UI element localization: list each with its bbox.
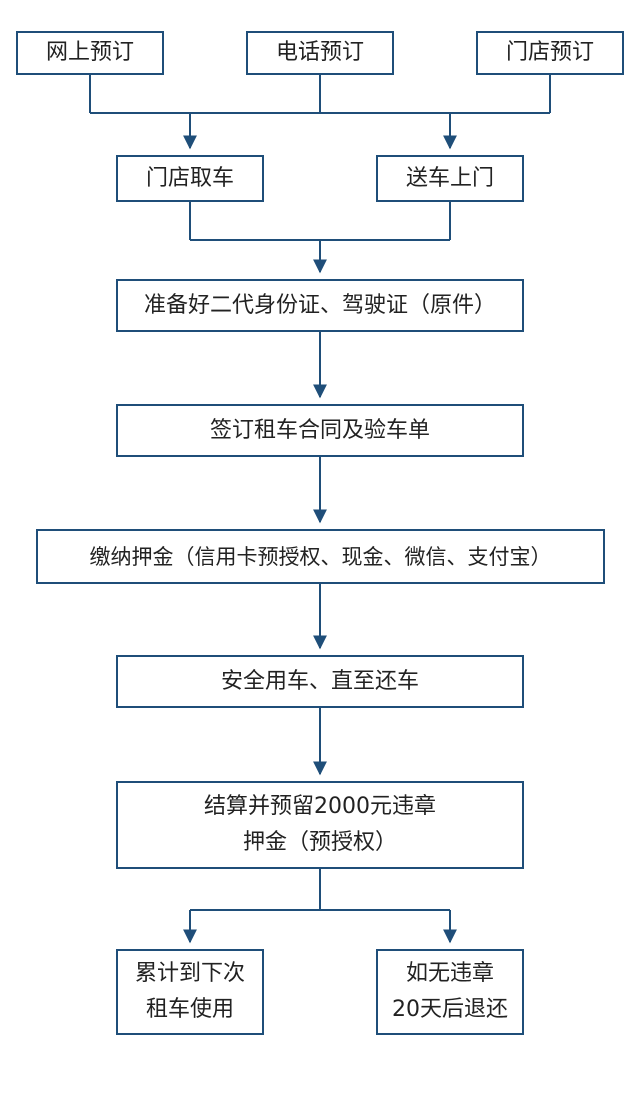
node-store-pickup-label: 门店取车 <box>145 165 234 191</box>
node-refund-line-1: 如无违章 <box>405 961 494 986</box>
node-refund-line-2: 20天后退还 <box>392 997 508 1022</box>
node-store-pickup: 门店取车 <box>116 155 264 202</box>
node-online-booking: 网上预订 <box>16 31 164 75</box>
node-deposit: 缴纳押金（信用卡预授权、现金、微信、支付宝） <box>36 529 605 584</box>
node-delivery: 送车上门 <box>376 155 524 202</box>
node-next-rental-line-1: 累计到下次 <box>134 961 245 986</box>
node-settle-line-2: 押金（预授权） <box>242 830 397 855</box>
node-settle: 结算并预留2000元违章 押金（预授权） <box>116 781 524 869</box>
node-phone-booking: 电话预订 <box>246 31 394 75</box>
node-contract-label: 签订租车合同及验车单 <box>209 417 430 443</box>
node-phone-booking-label: 电话预订 <box>275 40 364 65</box>
node-documents: 准备好二代身份证、驾驶证（原件） <box>116 279 524 332</box>
node-deposit-label: 缴纳押金（信用卡预授权、现金、微信、支付宝） <box>89 544 552 569</box>
node-use-car-label: 安全用车、直至还车 <box>220 668 419 694</box>
node-delivery-label: 送车上门 <box>405 165 494 191</box>
node-contract: 签订租车合同及验车单 <box>116 404 524 457</box>
node-use-car: 安全用车、直至还车 <box>116 655 524 708</box>
node-store-booking-label: 门店预订 <box>505 40 594 65</box>
node-settle-line-1: 结算并预留2000元违章 <box>204 794 436 819</box>
node-online-booking-label: 网上预订 <box>45 40 134 65</box>
node-refund: 如无违章 20天后退还 <box>376 949 524 1035</box>
node-next-rental: 累计到下次 租车使用 <box>116 949 264 1035</box>
node-next-rental-line-2: 租车使用 <box>145 997 234 1022</box>
node-documents-label: 准备好二代身份证、驾驶证（原件） <box>143 292 496 318</box>
node-store-booking: 门店预订 <box>476 31 624 75</box>
